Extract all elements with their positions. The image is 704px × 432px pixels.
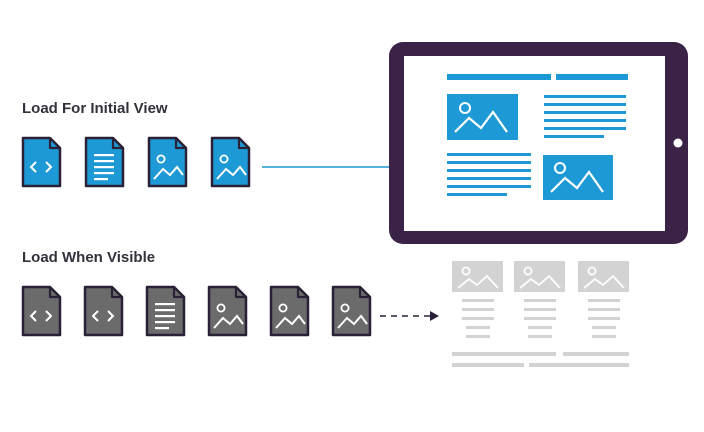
lazy-load-arrow: [380, 311, 439, 321]
text-file-icon: [84, 136, 125, 188]
image-file-icon: [331, 285, 372, 337]
tablet-image-icon: [543, 155, 613, 200]
initial-view-label: Load For Initial View: [22, 100, 168, 117]
lazy-content-preview: [452, 261, 629, 367]
placeholder-image-icon: [578, 261, 629, 338]
placeholder-image-icon: [514, 261, 565, 338]
code-file-icon: [83, 285, 124, 337]
tablet-device: [389, 42, 688, 244]
when-visible-label: Load When Visible: [22, 249, 156, 266]
image-file-icon: [207, 285, 248, 337]
image-file-icon: [210, 136, 251, 188]
code-file-icon: [21, 285, 62, 337]
placeholder-image-icon: [452, 261, 503, 338]
image-file-icon: [147, 136, 188, 188]
tablet-image-icon: [447, 94, 518, 140]
text-file-icon: [145, 285, 186, 337]
image-file-icon: [269, 285, 310, 337]
tablet-home-button: [673, 138, 683, 148]
tablet-screen: [404, 56, 665, 231]
code-file-icon: [21, 136, 62, 188]
